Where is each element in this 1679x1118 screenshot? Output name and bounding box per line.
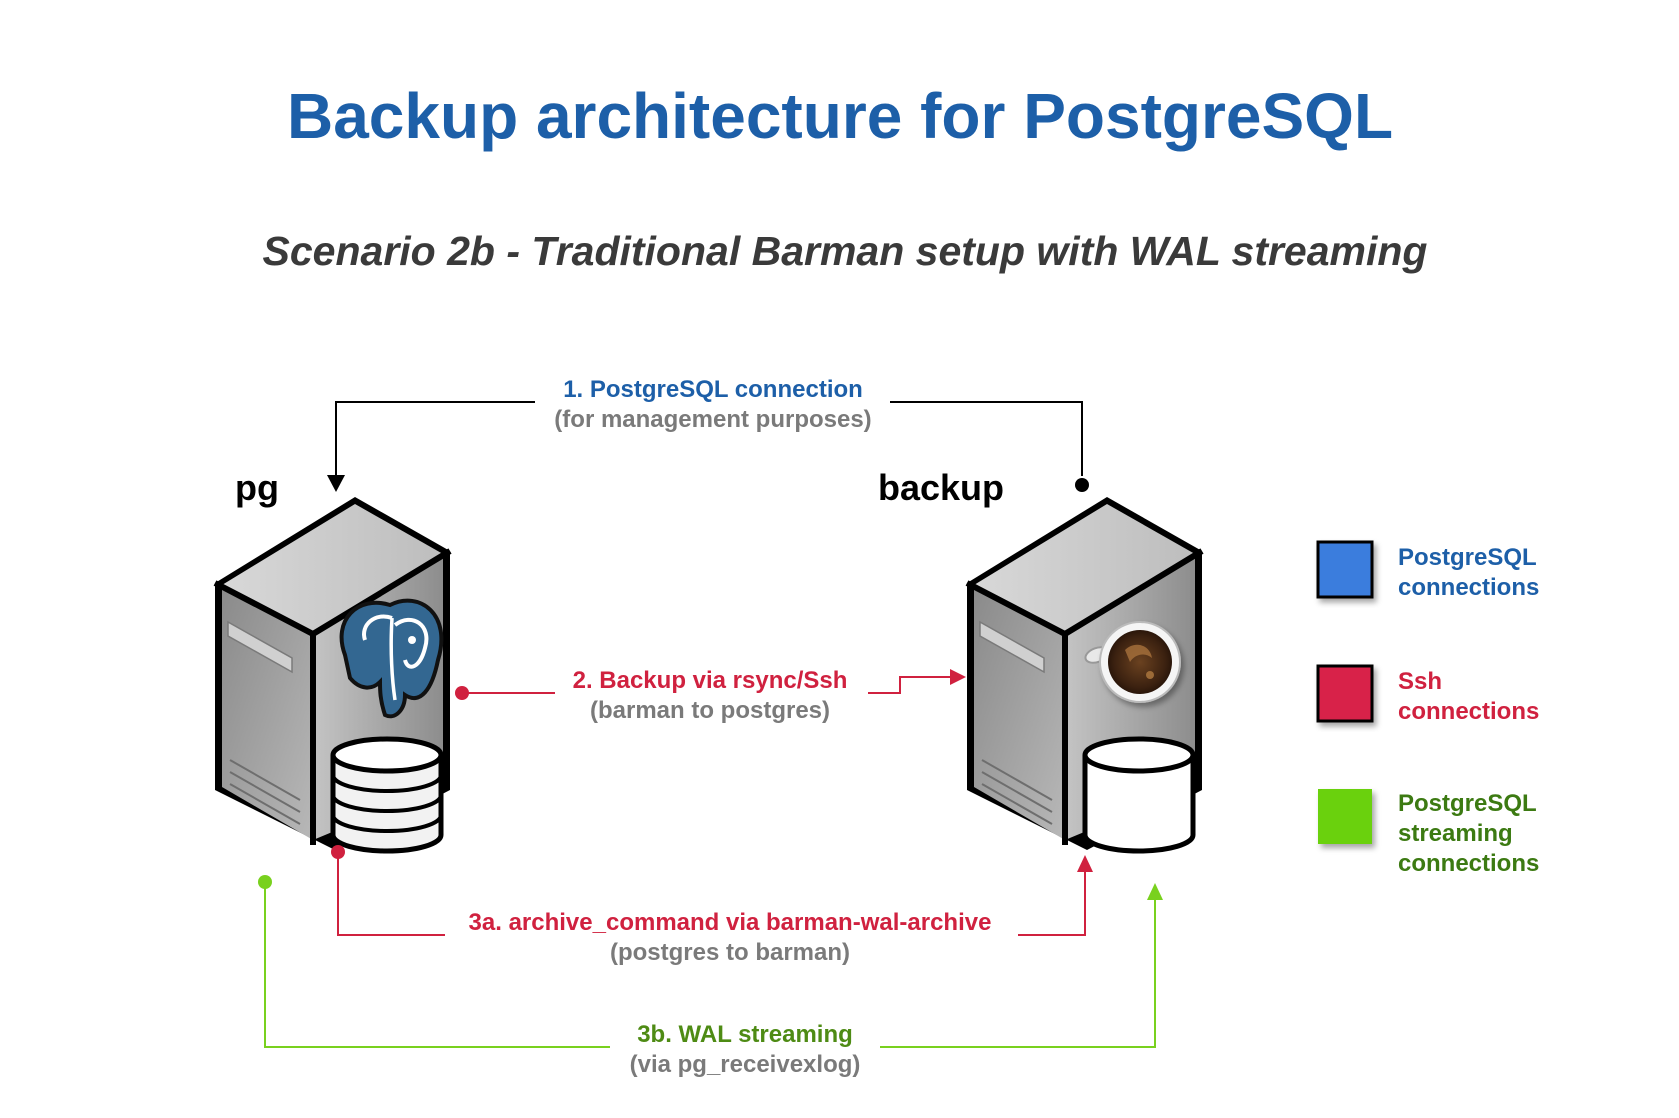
pg-server-label: pg — [235, 467, 279, 508]
pg-server — [213, 497, 452, 854]
connection-ssh-backup: 2. Backup via rsync/Ssh (barman to postg… — [455, 667, 966, 724]
connection-3a-sublabel: (postgres to barman) — [610, 939, 850, 966]
legend-item-streaming: PostgreSQL streaming connections — [1318, 789, 1543, 877]
legend-label-streaming: PostgreSQL streaming connections — [1398, 790, 1543, 877]
page-subtitle: Scenario 2b - Traditional Barman setup w… — [263, 228, 1428, 274]
page-title: Backup architecture for PostgreSQL — [287, 80, 1393, 152]
connection-1-label: 1. PostgreSQL connection — [563, 376, 863, 403]
connection-3b-label: 3b. WAL streaming — [637, 1021, 853, 1048]
connection-1-sublabel: (for management purposes) — [554, 406, 871, 433]
storage-drum-icon — [1082, 736, 1196, 854]
backup-server-label: backup — [878, 467, 1004, 508]
connection-2-label: 2. Backup via rsync/Ssh — [573, 667, 848, 694]
connection-wal-streaming: 3b. WAL streaming (via pg_receivexlog) — [258, 875, 1163, 1078]
pg-server-vent — [227, 620, 301, 825]
postgresql-elephant-icon — [339, 598, 444, 719]
legend-item-postgresql: PostgreSQL connections — [1316, 540, 1543, 601]
legend: PostgreSQL connections Ssh connections P… — [1316, 540, 1543, 877]
backup-server — [965, 497, 1204, 854]
backup-server-vent — [979, 620, 1053, 825]
connection-3a-label: 3a. archive_command via barman-wal-archi… — [469, 909, 992, 936]
legend-label-ssh: Ssh connections — [1398, 668, 1539, 725]
connection-ssh-archive: 3a. archive_command via barman-wal-archi… — [331, 845, 1093, 966]
legend-swatch-postgresql — [1316, 540, 1374, 599]
legend-item-ssh: Ssh connections — [1316, 664, 1539, 725]
legend-label-postgresql: PostgreSQL connections — [1398, 544, 1543, 601]
connection-postgresql-management: 1. PostgreSQL connection (for management… — [327, 376, 1089, 492]
coffee-cup-icon — [1084, 621, 1181, 703]
connection-3b-sublabel: (via pg_receivexlog) — [630, 1051, 861, 1078]
database-icon — [330, 736, 444, 854]
connection-2-sublabel: (barman to postgres) — [590, 697, 830, 724]
legend-swatch-ssh — [1316, 664, 1374, 723]
legend-swatch-streaming — [1318, 789, 1372, 844]
